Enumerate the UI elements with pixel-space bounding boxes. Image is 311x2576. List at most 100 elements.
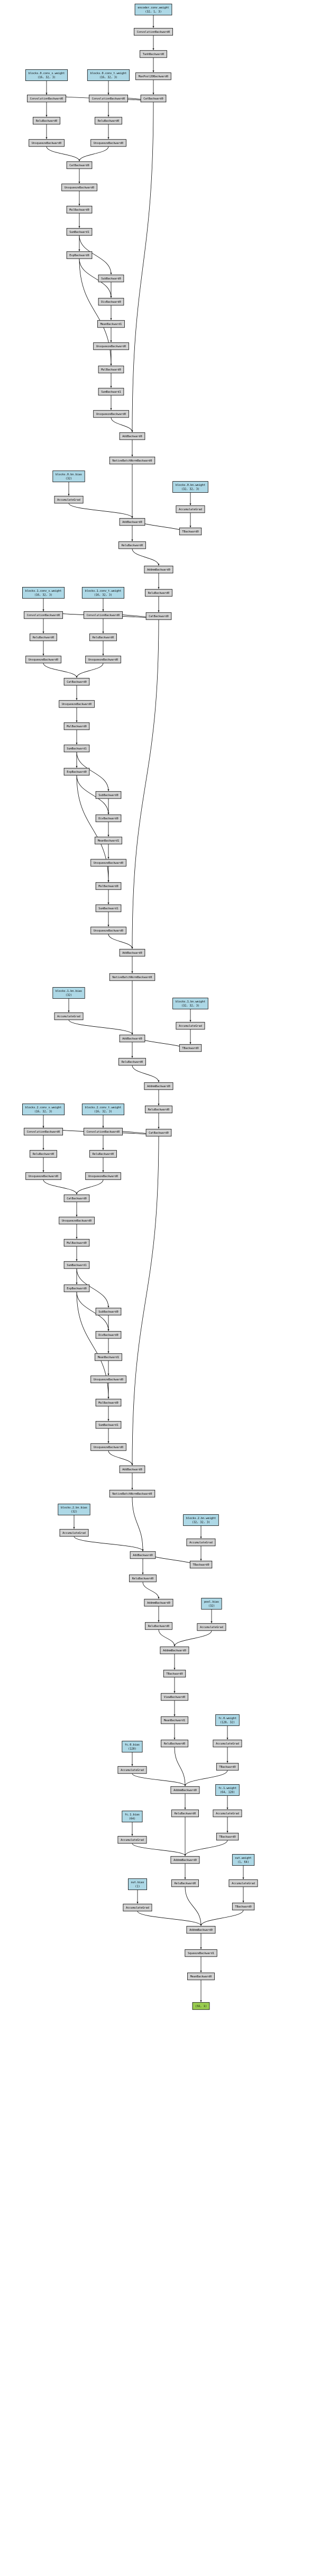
op-node: AddBackward0: [119, 518, 145, 526]
edge-b1_exp-to-b1_div: [76, 775, 109, 815]
node-label: ReluBackward0: [164, 1742, 186, 1746]
edge-fc1_t-to-fc1_addmm: [184, 1840, 228, 1856]
op-node: MeanBackward1: [95, 836, 122, 845]
op-node: CatBackward0: [63, 1194, 90, 1203]
op-node: UnsqueezeBackward0: [90, 858, 126, 867]
op-node: NativeBatchNormBackward0: [109, 456, 156, 465]
node-box: [144, 1598, 173, 1607]
node-box: [118, 541, 146, 549]
op-node: ReluBackward0: [33, 116, 60, 125]
node-box: [192, 2002, 210, 2010]
op-node: TBackward0: [179, 1044, 202, 1052]
op-node: CatBackward0: [145, 1128, 172, 1137]
op-node: NativeBatchNormBackward0: [109, 973, 156, 981]
op-node: ReluBackward0: [161, 1739, 188, 1748]
node-label: ReluBackward0: [122, 1061, 143, 1064]
node-label: UnsqueezeBackward0: [96, 345, 126, 348]
node-box: [118, 1057, 146, 1066]
node-label: NativeBatchNormBackward0: [113, 459, 152, 463]
op-node: AccumulateGrad: [176, 505, 205, 513]
node-box: [52, 987, 85, 999]
edge-b1_relu-to-b1_addmm: [132, 1065, 160, 1082]
op-node: AccumulateGrad: [123, 1903, 152, 1912]
node-label: (32, 32, 3): [181, 488, 199, 491]
node-label: UnsqueezeBackward0: [96, 413, 126, 416]
node-box: [140, 94, 167, 103]
node-label: UnsqueezeBackward0: [62, 703, 92, 706]
edge-b0_sq_s-to-b0_cat: [46, 146, 80, 161]
op-node: ReluBackward0: [171, 1809, 199, 1818]
param-node: blocks.2.conv_t.weight(16, 32, 3): [81, 1104, 125, 1115]
node-box: [216, 1832, 239, 1841]
param-node: fc.0.weight(128, 32): [215, 1714, 240, 1726]
node-box: [163, 1669, 186, 1678]
graph-edges: [42, 15, 244, 2002]
op-node: ExpBackward0: [63, 767, 90, 776]
node-box: [161, 1716, 188, 1724]
node-label: blocks.1.bn.weight: [176, 1000, 205, 1004]
node-label: (1, 64): [237, 1861, 249, 1864]
node-box: [24, 611, 63, 619]
node-label: TanhBackward0: [143, 53, 164, 56]
node-box: [33, 116, 60, 125]
op-node: MeanBackward0: [187, 1972, 215, 1981]
node-label: blocks.2.bn.bias: [61, 1506, 87, 1510]
node-box: [95, 1421, 122, 1429]
node-box: [59, 1529, 89, 1537]
node-label: SumBackward1: [101, 391, 121, 394]
node-box: [93, 342, 129, 350]
op-node: ConvolutionBackward0: [84, 1127, 123, 1136]
node-box: [90, 858, 126, 867]
node-label: SumBackward1: [67, 747, 86, 751]
node-label: DivBackward0: [101, 301, 121, 304]
op-node: ConvolutionBackward0: [27, 94, 66, 103]
op-node: ReluBackward0: [30, 633, 57, 641]
node-box: [63, 722, 90, 730]
node-label: AddBackward0: [133, 1554, 152, 1557]
output-node: (32, 1): [192, 2002, 210, 2010]
param-node: out.weight(1, 64): [232, 1854, 255, 1866]
edge-b2_out-to-pool_addmm: [158, 1629, 176, 1647]
op-node: MulBackward0: [95, 882, 122, 890]
node-label: MaxPool2DBackward0: [139, 75, 168, 78]
op-node: SumBackward1: [98, 387, 124, 396]
op-node: TBackward0: [216, 1762, 239, 1771]
node-label: MulBackward0: [67, 725, 86, 728]
node-label: UnsqueezeBackward0: [29, 1175, 58, 1178]
op-node: AccumulateGrad: [213, 1739, 242, 1748]
node-box: [127, 1878, 147, 1890]
node-label: UnsqueezeBackward0: [62, 1219, 92, 1223]
edge-b2_acc_b-to-b2_add2: [74, 1536, 144, 1551]
node-box: [215, 1784, 240, 1796]
op-node: DivBackward0: [95, 1331, 122, 1339]
node-label: (32, 1, 3): [145, 11, 161, 14]
node-box: [95, 791, 122, 799]
node-box: [144, 1082, 173, 1090]
node-box: [213, 1739, 242, 1748]
node-label: MulBackward0: [69, 209, 89, 212]
node-label: AccumulateGrad: [57, 1015, 80, 1018]
node-label: SumBackward1: [98, 1424, 118, 1427]
op-node: AddmmBackward0: [186, 1926, 216, 1934]
node-label: ViewBackward0: [164, 1696, 186, 1699]
node-box: [63, 1239, 90, 1247]
op-node: MeanBackward1: [161, 1716, 188, 1724]
node-label: MulBackward0: [101, 368, 121, 372]
node-box: [22, 587, 65, 599]
op-node: UnsqueezeBackward0: [90, 1375, 126, 1384]
node-box: [90, 139, 126, 147]
node-label: (32): [66, 477, 72, 481]
node-label: MeanBackward0: [190, 1975, 212, 1978]
node-box: [161, 1739, 188, 1748]
node-label: ReluBackward0: [122, 544, 143, 547]
param-node: blocks.2.bn.weight(32, 32, 3): [183, 1514, 219, 1526]
node-box: [25, 1172, 61, 1180]
node-label: MeanBackward1: [100, 323, 122, 326]
op-node: ReluBackward0: [145, 589, 172, 597]
op-node: MulBackward0: [66, 205, 93, 214]
op-node: AccumulateGrad: [54, 495, 84, 504]
op-node: AddmmBackward0: [144, 1598, 173, 1607]
node-box: [145, 1105, 172, 1114]
node-box: [160, 1646, 189, 1655]
